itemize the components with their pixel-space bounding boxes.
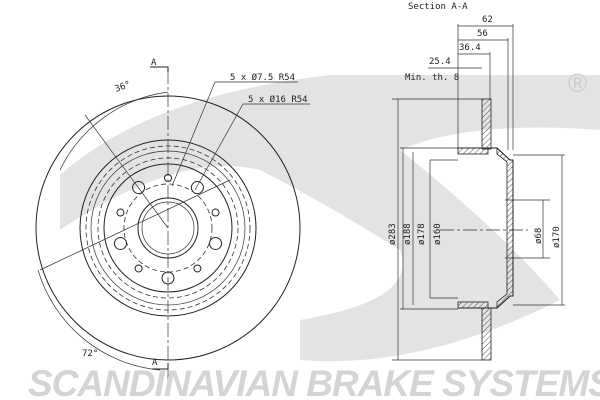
dim-56: 56 <box>477 29 488 39</box>
bolt-hole-large <box>113 236 127 250</box>
angle-72-arc <box>37 269 161 371</box>
dim-d170: ø170 <box>552 226 562 248</box>
section-marker-top: A <box>151 58 157 68</box>
angle-36-arc <box>59 91 169 171</box>
dim-62: 62 <box>482 15 493 25</box>
sbs-logo-watermark <box>60 75 600 362</box>
brand-watermark: SCANDINAVIAN BRAKE SYSTEMS <box>28 363 600 400</box>
bolt-hole-small <box>193 264 202 273</box>
dim-d160: ø160 <box>433 223 443 245</box>
bolt-hole-small <box>211 208 220 217</box>
dim-25-4: 25.4 <box>429 57 451 67</box>
bolt-hole-large <box>209 236 223 250</box>
dim-d178: ø178 <box>417 223 427 245</box>
dim-d68: ø68 <box>534 228 544 244</box>
min-thickness: Min. th. 8 <box>405 73 459 83</box>
dim-d283: ø283 <box>388 223 398 245</box>
section-marker-bottom: A <box>152 358 158 368</box>
section-view: Section A-A 62 56 36.4 25.4 Min. th. 8 <box>388 2 565 361</box>
bolt-hole-large <box>190 181 204 195</box>
angle-36-label: 36° <box>114 80 133 95</box>
dim-36-4: 36.4 <box>459 43 481 53</box>
registered-mark: ® <box>568 68 587 98</box>
front-view: A A 36° 72° 5 x Ø7.5 R54 5 x Ø16 R54 <box>35 58 310 385</box>
hole-callout-large: 5 x Ø16 R54 <box>248 94 308 105</box>
bolt-hole-small <box>116 208 125 217</box>
section-title: Section A-A <box>408 2 468 12</box>
bolt-hole-small <box>134 264 143 273</box>
hole-callout-small: 5 x Ø7.5 R54 <box>230 72 295 83</box>
bolt-hole-large <box>132 181 146 195</box>
dim-d188: ø188 <box>403 223 413 245</box>
angle-72-label: 72° <box>82 349 98 359</box>
